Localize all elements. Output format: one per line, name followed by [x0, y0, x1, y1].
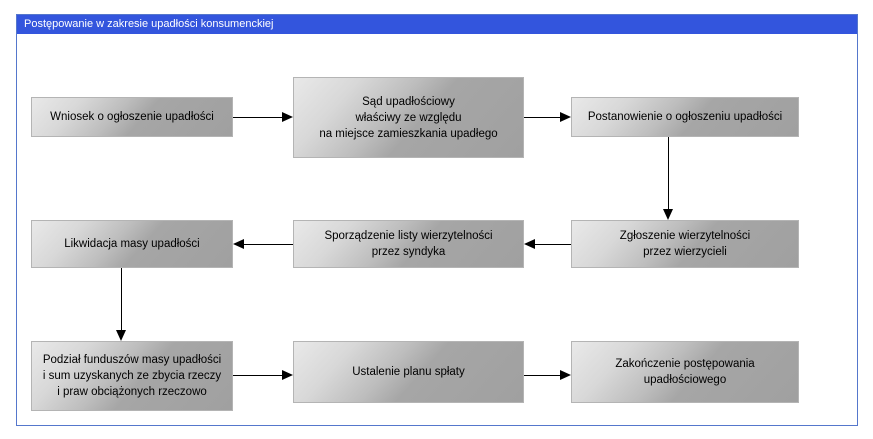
- flow-node-sporzadzenie-listy[interactable]: Sporządzenie listy wierzytelności przez …: [293, 220, 524, 268]
- flow-node-line: Ustalenie planu spłaty: [352, 366, 465, 378]
- flow-node-sad-upadlosciowy[interactable]: Sąd upadłościowy właściwy ze względu na …: [293, 77, 524, 158]
- flow-node-ustalenie-planu-splaty[interactable]: Ustalenie planu spłaty: [293, 341, 524, 403]
- connector-sad-to-postanowienie: [524, 117, 560, 118]
- arrowhead-ustalenie-to-zakonczenie: [560, 369, 571, 380]
- connector-ustalenie-to-zakonczenie: [524, 375, 560, 376]
- connector-likwidacja-to-podzial: [121, 268, 122, 330]
- window-title-bar[interactable]: Postępowanie w zakresie upadłości konsum…: [17, 15, 857, 34]
- connector-sporzadzenie-to-likwidacja: [244, 244, 293, 245]
- flow-node-postanowienie[interactable]: Postanowienie o ogłoszeniu upadłości: [571, 97, 799, 137]
- connector-podzial-to-ustalenie: [233, 375, 282, 376]
- diagram-canvas: Wniosek o ogłoszenie upadłości Sąd upadł…: [17, 34, 857, 425]
- flow-node-line: Zgłoszenie wierzytelności: [619, 230, 751, 242]
- flow-node-podzial-funduszow[interactable]: Podział funduszów masy upadłości i sum u…: [31, 341, 233, 411]
- flow-node-zakonczenie[interactable]: Zakończenie postępowania upadłościowego: [571, 341, 799, 403]
- flow-node-line: i praw obciążonych rzeczowo: [57, 386, 207, 398]
- connector-postanowienie-to-zgloszenie: [668, 137, 669, 209]
- arrowhead-sad-to-postanowienie: [560, 111, 571, 122]
- arrowhead-wniosek-to-sad: [282, 111, 293, 122]
- flow-node-zgloszenie-wierzytelnosci[interactable]: Zgłoszenie wierzytelności przez wierzyci…: [571, 220, 799, 268]
- flow-node-line: Sporządzenie listy wierzytelności: [324, 230, 493, 242]
- flow-node-line: i sum uzyskanych ze zbycia rzeczy: [42, 370, 222, 382]
- flow-node-line: Wniosek o ogłoszenie upadłości: [50, 111, 214, 123]
- arrowhead-zgloszenie-to-sporzadzenie: [524, 238, 535, 249]
- flow-node-line: właściwy ze względu: [355, 111, 462, 124]
- flow-node-line: Zakończenie postępowania: [615, 358, 755, 370]
- window-title: Postępowanie w zakresie upadłości konsum…: [24, 18, 274, 30]
- flow-node-line: Podział funduszów masy upadłości: [42, 354, 222, 366]
- connector-zgloszenie-to-sporzadzenie: [535, 244, 571, 245]
- flow-node-line: przez wierzycieli: [643, 246, 727, 258]
- arrowhead-likwidacja-to-podzial: [115, 330, 126, 341]
- arrowhead-podzial-to-ustalenie: [282, 369, 293, 380]
- arrowhead-sporzadzenie-to-likwidacja: [233, 238, 244, 249]
- flow-node-wniosek[interactable]: Wniosek o ogłoszenie upadłości: [31, 97, 233, 137]
- flow-node-line: Postanowienie o ogłoszeniu upadłości: [587, 111, 783, 123]
- flow-node-line: Sąd upadłościowy: [362, 95, 455, 108]
- flow-node-line: Likwidacja masy upadłości: [64, 238, 200, 250]
- flow-node-likwidacja[interactable]: Likwidacja masy upadłości: [31, 220, 233, 268]
- flow-node-line: przez syndyka: [371, 246, 446, 258]
- connector-wniosek-to-sad: [233, 117, 282, 118]
- flow-node-line: upadłościowego: [643, 374, 727, 386]
- application-window: Postępowanie w zakresie upadłości konsum…: [16, 14, 858, 426]
- flow-node-line: na miejsce zamieszkania upadłego: [319, 127, 498, 140]
- arrowhead-postanowienie-to-zgloszenie: [662, 209, 673, 220]
